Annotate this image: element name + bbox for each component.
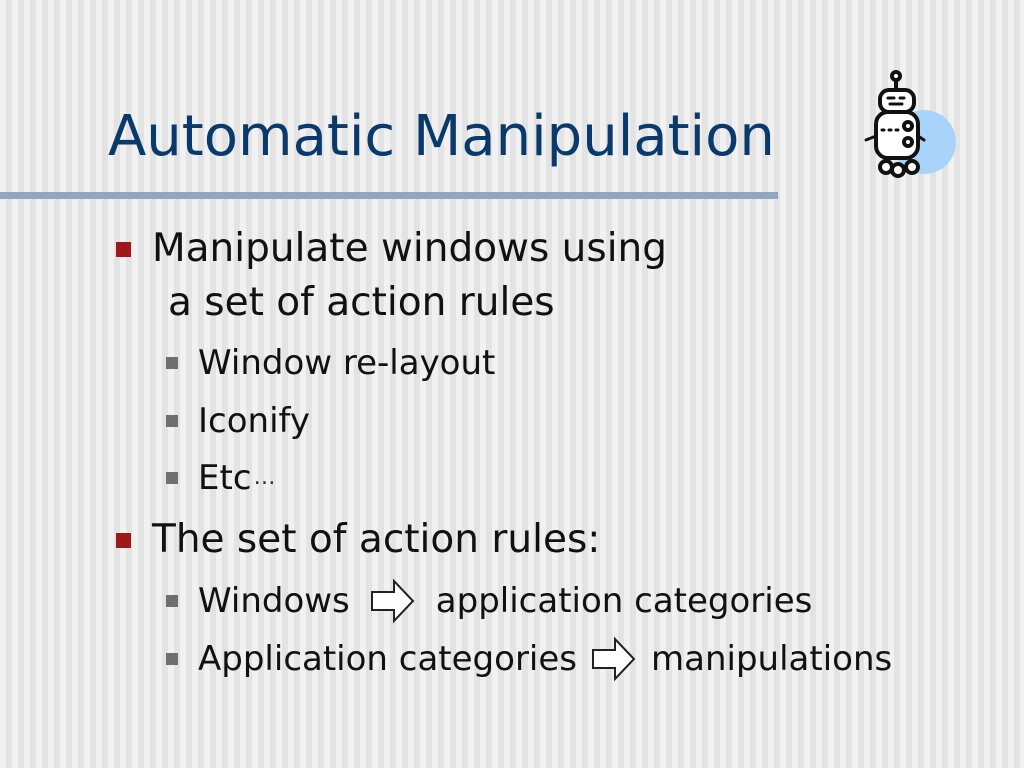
ellipsis: … bbox=[253, 465, 276, 490]
sub-bullet-marker bbox=[166, 472, 178, 484]
sub-bullet-marker bbox=[166, 415, 178, 427]
etc-label: Etc bbox=[198, 458, 252, 498]
rule-to: application categories bbox=[435, 581, 813, 621]
right-arrow-icon bbox=[591, 636, 637, 682]
right-arrow-icon bbox=[370, 578, 416, 624]
sub-bullet-text: Iconify bbox=[198, 401, 311, 441]
bullet-text-continuation: a set of action rules bbox=[168, 280, 555, 325]
bullet-marker bbox=[116, 242, 131, 257]
title-divider bbox=[0, 192, 778, 199]
sub-bullet-marker bbox=[166, 653, 178, 665]
sub-bullet-text: Application categories manipulations bbox=[198, 636, 892, 682]
bullet-text: Manipulate windows using bbox=[152, 226, 668, 271]
rule-from: Windows bbox=[198, 581, 350, 621]
sub-bullet-marker bbox=[166, 357, 178, 369]
rule-from: Application categories bbox=[198, 639, 577, 679]
sub-bullet-text: Windows application categories bbox=[198, 578, 812, 624]
sub-bullet-marker bbox=[166, 595, 178, 607]
sub-bullet-text: Etc… bbox=[198, 455, 276, 501]
bullet-text: The set of action rules: bbox=[152, 517, 601, 562]
robot-icon bbox=[858, 64, 962, 184]
bullet-marker bbox=[116, 533, 131, 548]
slide-title: Automatic Manipulation bbox=[108, 104, 775, 169]
rule-to: manipulations bbox=[651, 639, 893, 679]
sub-bullet-text: Window re-layout bbox=[198, 343, 496, 383]
